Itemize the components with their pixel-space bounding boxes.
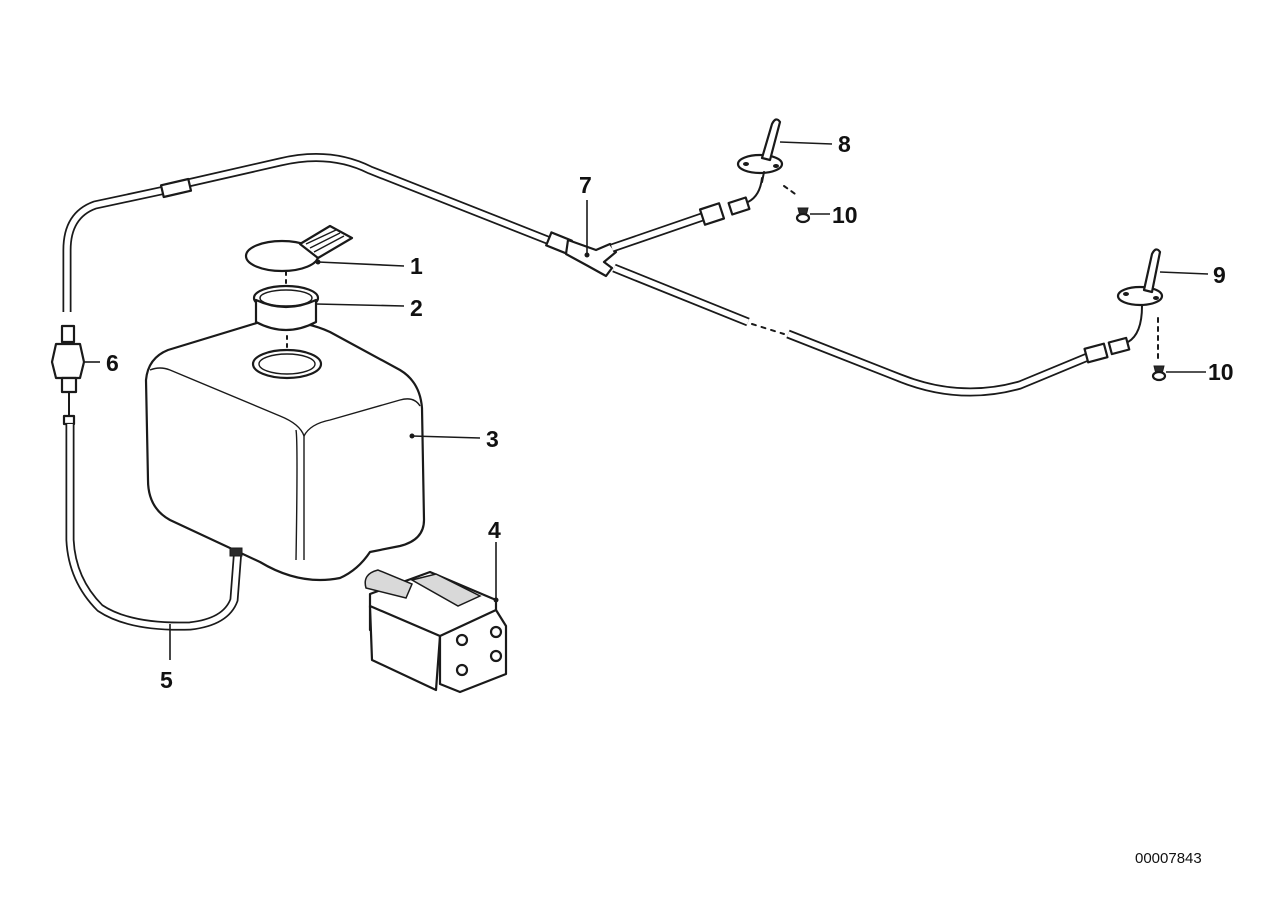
hose-branch-jet-9 xyxy=(612,263,1143,397)
washer-jet-9 xyxy=(1116,248,1164,307)
callout-2: 2 xyxy=(410,295,423,321)
callout-8: 8 xyxy=(838,131,851,157)
callout-9: 9 xyxy=(1213,262,1226,288)
hose-5 xyxy=(65,424,243,631)
callout-4: 4 xyxy=(488,517,501,543)
callout-1: 1 xyxy=(410,253,423,279)
callout-3: 3 xyxy=(486,426,499,452)
callout-7: 7 xyxy=(579,172,592,198)
t-piece-7 xyxy=(564,238,618,278)
check-valve-6 xyxy=(50,324,86,426)
clip-10-lower xyxy=(1151,317,1167,382)
leader-lines xyxy=(84,141,1209,660)
washer-jet-8 xyxy=(736,118,784,183)
filler-cap-1 xyxy=(244,224,354,289)
callout-10-upper: 10 xyxy=(832,202,858,228)
clip-10-upper xyxy=(783,185,811,224)
callout-10-lower: 10 xyxy=(1208,359,1234,385)
hose-branch-jet-8 xyxy=(610,177,763,253)
callout-6: 6 xyxy=(106,350,119,376)
washer-pump-4 xyxy=(364,569,508,694)
hose-main-feed xyxy=(62,153,573,312)
seal-ring-2 xyxy=(252,284,320,332)
document-number: 00007843 xyxy=(1135,850,1202,867)
callout-5: 5 xyxy=(160,667,173,693)
reservoir-tank-3 xyxy=(144,320,426,582)
